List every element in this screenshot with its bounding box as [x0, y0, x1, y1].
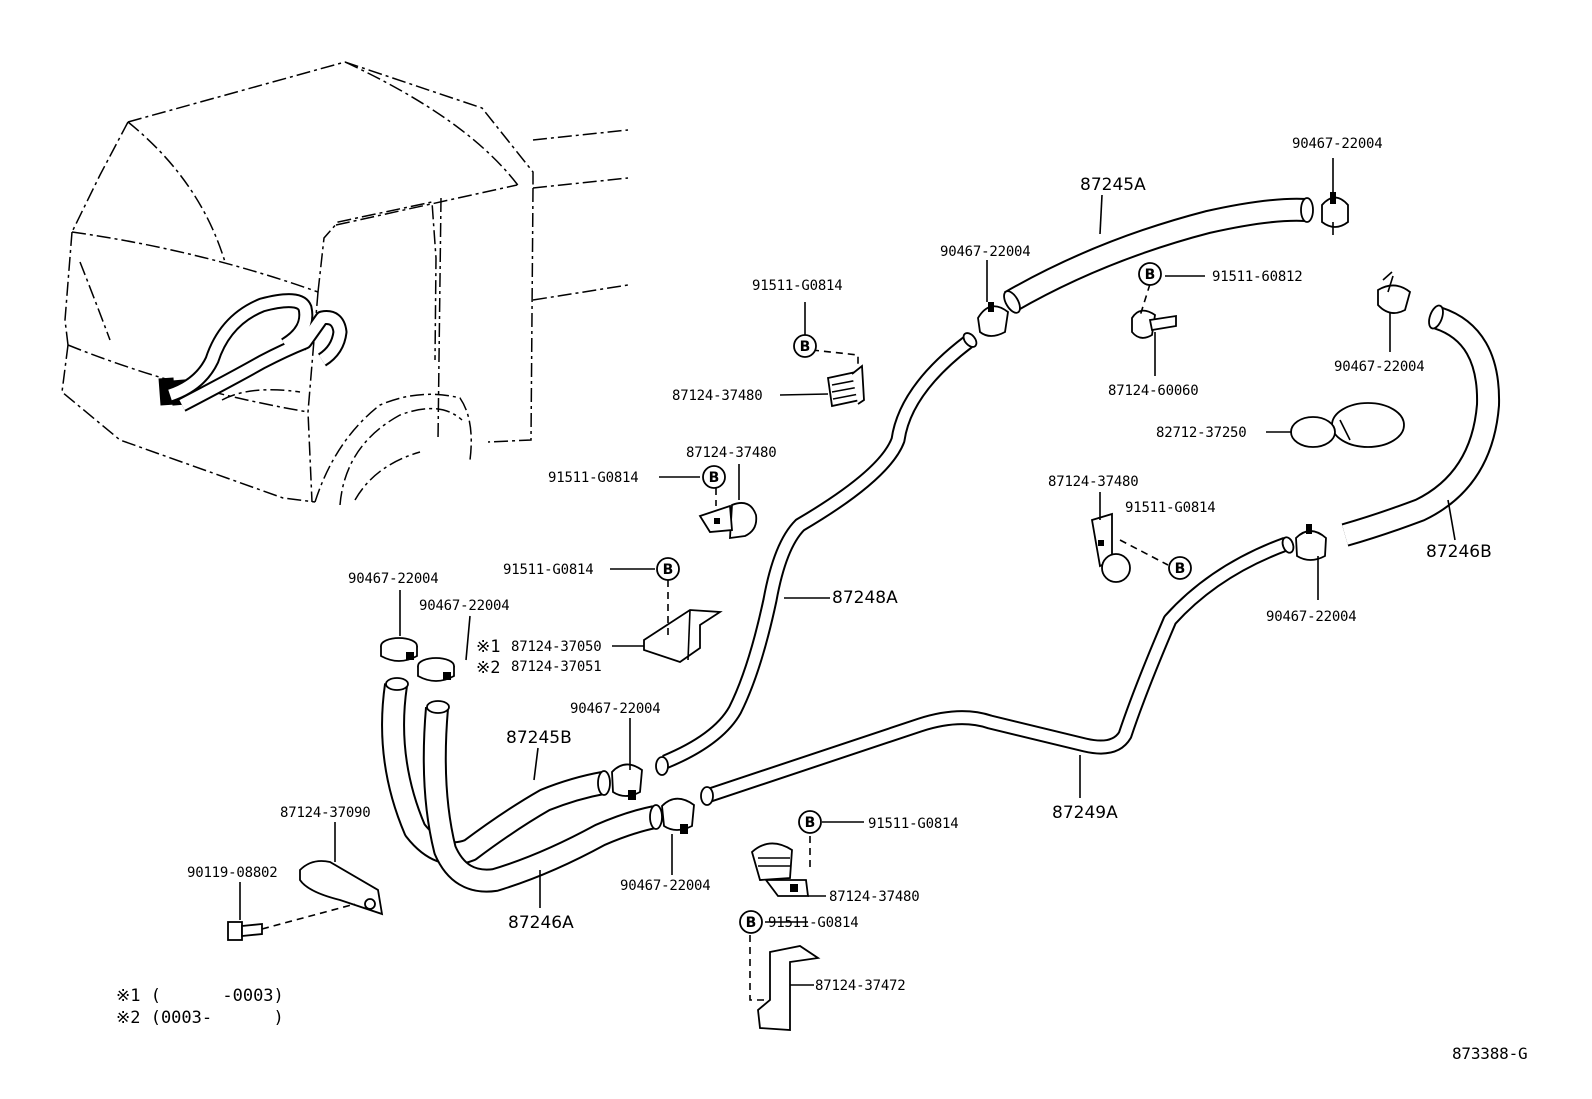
pipe-87249a [700, 536, 1295, 806]
label-bracket-37472: 87124-37472 [815, 978, 906, 994]
label-bolt-2: 91511-G0814 [548, 470, 639, 486]
callout-b-4: B [1138, 262, 1162, 286]
bracket-37472 [757, 945, 821, 1031]
label-clamp-right-upper: 90467-22004 [1334, 359, 1425, 375]
label-bracket-37090: 87124-37090 [280, 805, 371, 821]
truck-hose-route [158, 293, 348, 412]
bracket-37090 [299, 860, 384, 916]
screw-08802 [227, 921, 263, 941]
callout-b-text: B [805, 815, 816, 831]
label-bolt-4: 91511-G0814 [768, 915, 859, 931]
callout-b-2: B [702, 465, 726, 489]
hose-87245a [1003, 197, 1314, 314]
label-clamp-upper-mid: 90467-22004 [940, 244, 1031, 260]
clamp-block-d [750, 842, 810, 897]
callout-b-text: B [1145, 267, 1156, 283]
clamp-82712 [1290, 402, 1405, 448]
clamp-block-c [1090, 512, 1131, 583]
label-clamp-37480-b: 87124-37480 [686, 445, 777, 461]
hose-87245b [381, 677, 611, 866]
label-clamp-82712: 82712-37250 [1156, 425, 1247, 441]
truck-cab-outline [61, 61, 629, 506]
clip-left-2 [417, 657, 455, 682]
clamp-block-b [698, 502, 758, 540]
clip-center-upper [611, 763, 643, 800]
clip-right-lower [1295, 524, 1327, 561]
label-screw-08802: 90119-08802 [187, 865, 278, 881]
label-hose-87245b: 87245B [506, 728, 572, 748]
callout-b-1: B [793, 334, 817, 358]
label-bolt-3: 91511-G0814 [503, 562, 594, 578]
callout-b-text: B [746, 915, 757, 931]
label-bolt-1: 91511-G0814 [752, 278, 843, 294]
mark-1: ※1 [476, 637, 500, 657]
label-bolt-6: 91511-G0814 [868, 816, 959, 832]
label-clamp-left-2: 90467-22004 [419, 598, 510, 614]
label-hose-87246a: 87246A [508, 913, 574, 933]
label-clamp-37480-d: 87124-37480 [829, 889, 920, 905]
label-clamp-top-right: 90467-22004 [1292, 136, 1383, 152]
clip-upper-mid [977, 302, 1009, 337]
leaders [239, 158, 1456, 1001]
clip-left-1 [380, 637, 418, 662]
callout-b-text: B [1175, 561, 1186, 577]
part-labels: 90467-22004 87245A 90467-22004 91511-608… [187, 136, 1492, 994]
hose-87246a [422, 700, 663, 893]
label-clamp-center-lower: 90467-22004 [620, 878, 711, 894]
label-bolt-5: 91511-G0814 [1125, 500, 1216, 516]
callout-b-3: B [656, 557, 680, 581]
callout-b-text: B [800, 339, 811, 355]
footnote-2: ※2 (0003- ) [116, 1008, 284, 1028]
label-clamp-left-1: 90467-22004 [348, 571, 439, 587]
bracket-37050 [643, 609, 723, 663]
label-bracket-37051: 87124-37051 [511, 659, 602, 675]
label-clamp-37480-c: 87124-37480 [1048, 474, 1139, 490]
label-clamp-60060: 87124-60060 [1108, 383, 1199, 399]
label-bracket-37050: 87124-37050 [511, 639, 602, 655]
label-pipe-87248a: 87248A [832, 588, 898, 608]
clip-center-lower [661, 797, 695, 834]
diagram-code: 873388-G [1452, 1044, 1527, 1063]
label-pipe-87249a: 87249A [1052, 803, 1118, 823]
pipe-87248a [655, 332, 978, 776]
label-hose-87246b: 87246B [1426, 542, 1492, 562]
callout-b-5: B [1168, 556, 1192, 580]
hose-87246b [1341, 304, 1501, 547]
clip-top-right [1321, 192, 1349, 235]
label-clamp-center-upper: 90467-22004 [570, 701, 661, 717]
clip-right-upper [1377, 271, 1412, 314]
label-bolt-60812: 91511-60812 [1212, 269, 1303, 285]
label-hose-87245a: 87245A [1080, 175, 1146, 195]
clamp-60060 [1131, 309, 1177, 339]
footnote-1: ※1 ( -0003) [116, 986, 284, 1006]
label-clamp-37480-a: 87124-37480 [672, 388, 763, 404]
callout-b-6: B [798, 810, 822, 834]
label-clamp-right-lower: 90467-22004 [1266, 609, 1357, 625]
callout-b-text: B [709, 470, 720, 486]
clamp-block-a [826, 364, 865, 408]
callout-b-text: B [663, 562, 674, 578]
callout-b-7: B [739, 910, 763, 934]
mark-2: ※2 [476, 658, 500, 678]
